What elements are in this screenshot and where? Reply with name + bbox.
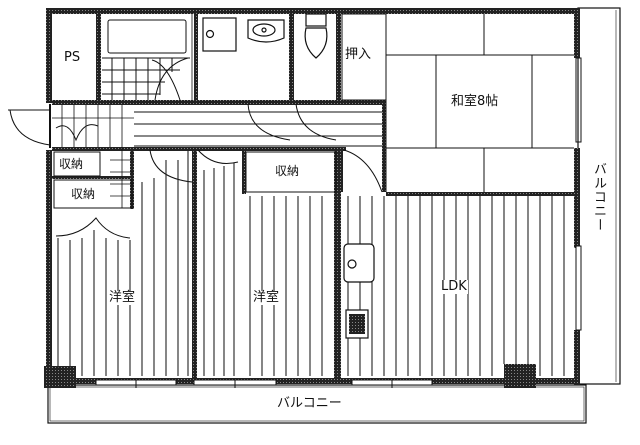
room-label-washitsu: 和室8帖 [450,94,500,109]
room-label-storage-3: 収納 [274,164,301,178]
shoe-cabinet-doors [55,124,131,239]
room-label-storage-2: 収納 [70,187,97,201]
room-label-ldk: LDK [440,279,468,294]
room-label-western-1: 洋室 [108,290,137,305]
bathroom [102,14,193,101]
windows [95,245,582,388]
room-label-oshiire: 押入 [344,47,373,62]
room-label-balcony-right: バルコニー [591,162,606,232]
balcony-bottom [47,384,587,424]
room-label-balcony-bottom: バルコニー [276,396,343,411]
washitsu-tatami [385,14,582,192]
toilet [304,13,328,59]
room-label-ps: PS [63,50,82,65]
hallway [52,105,382,208]
door-swings [149,59,383,193]
exterior-walls [44,8,580,388]
entrance-door [8,104,51,148]
flooring [57,150,565,376]
washroom [202,17,285,52]
kitchen [343,243,375,339]
room-label-western-2: 洋室 [252,290,281,305]
interior-walls [52,8,576,380]
room-label-storage-1: 収納 [58,157,85,171]
